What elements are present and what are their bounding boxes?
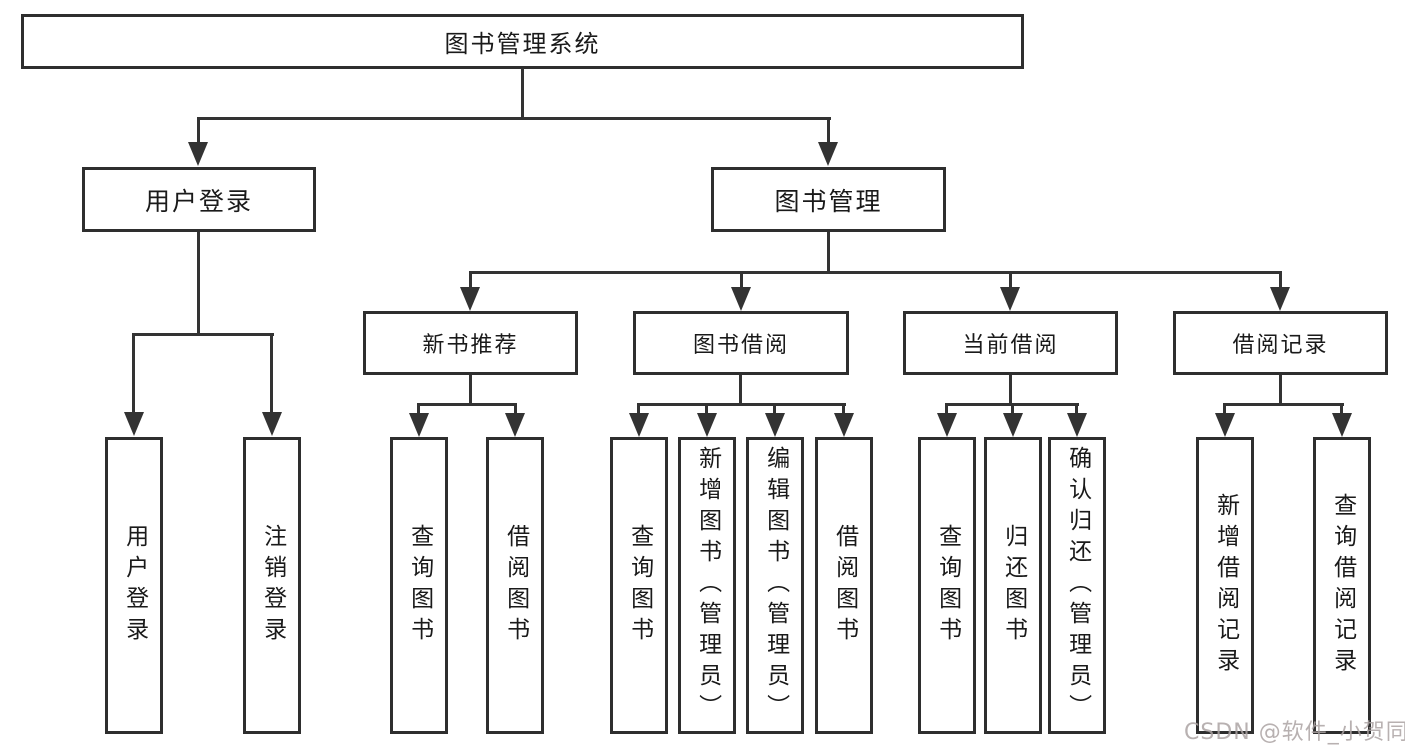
- connector-vline: [739, 375, 742, 405]
- leaf-label: 查询图书: [934, 523, 961, 648]
- arrowhead-down-icon: [262, 412, 282, 436]
- leaf-label: 用户登录: [121, 523, 148, 648]
- connector-hline: [132, 333, 274, 336]
- leaf-query-books-current: 查询图书: [918, 437, 976, 734]
- arrowhead-down-icon: [1332, 413, 1352, 437]
- node-book-management: 图书管理: [711, 167, 946, 232]
- arrowhead-down-icon: [1270, 287, 1290, 311]
- arrowhead-down-icon: [1003, 413, 1023, 437]
- leaf-add-borrow-record: 新增借阅记录: [1196, 437, 1254, 734]
- leaf-label: 归还图书: [1000, 523, 1027, 648]
- leaf-return-books: 归还图书: [984, 437, 1042, 734]
- leaf-label: 新增图书（管理员）: [694, 446, 721, 725]
- node-label: 用户登录: [144, 186, 253, 216]
- node-borrowing-records: 借阅记录: [1173, 311, 1388, 375]
- connector-vline: [842, 403, 845, 415]
- arrowhead-down-icon: [697, 413, 717, 437]
- arrowhead-down-icon: [1000, 287, 1020, 311]
- arrowhead-down-icon: [834, 413, 854, 437]
- connector-vline: [469, 271, 472, 291]
- connector-vline: [1279, 375, 1282, 405]
- arrowhead-down-icon: [937, 413, 957, 437]
- connector-vline: [740, 271, 743, 291]
- node-book-borrowing: 图书借阅: [633, 311, 849, 375]
- node-label: 图书借阅: [692, 333, 789, 358]
- leaf-logout: 注销登录: [243, 437, 301, 734]
- node-label: 图书管理系统: [444, 30, 601, 58]
- arrowhead-down-icon: [505, 413, 525, 437]
- leaf-borrow-books-borrowing: 借阅图书: [815, 437, 873, 734]
- leaf-label: 查询借阅记录: [1329, 492, 1356, 679]
- leaf-label: 查询图书: [406, 523, 433, 648]
- arrowhead-down-icon: [731, 287, 751, 311]
- connector-vline: [197, 232, 200, 335]
- arrowhead-down-icon: [818, 142, 838, 166]
- leaf-query-books-borrowing: 查询图书: [610, 437, 668, 734]
- watermark: CSDN @软件_小贺同学: [1184, 720, 1405, 745]
- node-label: 新书推荐: [422, 333, 519, 358]
- connector-hline: [418, 403, 517, 406]
- arrowhead-down-icon: [765, 413, 785, 437]
- connector-vline: [270, 333, 273, 413]
- connector-vline: [1075, 403, 1078, 415]
- node-new-book-recommendation: 新书推荐: [363, 311, 578, 375]
- connector-vline: [1009, 271, 1012, 291]
- connector-vline: [417, 403, 420, 415]
- arrowhead-down-icon: [124, 412, 144, 436]
- node-user-login: 用户登录: [82, 167, 316, 232]
- leaf-edit-books-admin: 编辑图书（管理员）: [746, 437, 804, 734]
- arrowhead-down-icon: [460, 287, 480, 311]
- connector-vline: [945, 403, 948, 415]
- connector-hline: [1223, 403, 1344, 406]
- connector-hline: [469, 271, 1282, 274]
- connector-vline: [132, 333, 135, 413]
- connector-vline: [1340, 403, 1343, 415]
- leaf-query-books-recommend: 查询图书: [390, 437, 448, 734]
- connector-hline: [197, 117, 831, 120]
- connector-vline: [1011, 403, 1014, 415]
- connector-vline: [1223, 403, 1226, 415]
- connector-vline: [773, 403, 776, 415]
- connector-vline: [827, 117, 830, 145]
- connector-vline: [1279, 271, 1282, 291]
- arrowhead-down-icon: [409, 413, 429, 437]
- leaf-confirm-return-admin: 确认归还（管理员）: [1048, 437, 1106, 734]
- node-label: 借阅记录: [1232, 333, 1329, 358]
- leaf-label: 借阅图书: [502, 523, 529, 648]
- connector-vline: [521, 68, 524, 118]
- connector-vline: [469, 375, 472, 405]
- leaf-label: 查询图书: [626, 523, 653, 648]
- leaf-user-login: 用户登录: [105, 437, 163, 734]
- leaf-label: 新增借阅记录: [1212, 492, 1239, 679]
- connector-vline: [1009, 375, 1012, 405]
- node-library-management-system: 图书管理系统: [21, 14, 1024, 69]
- leaf-add-books-admin: 新增图书（管理员）: [678, 437, 736, 734]
- arrowhead-down-icon: [1067, 413, 1087, 437]
- arrowhead-down-icon: [1215, 413, 1235, 437]
- leaf-label: 借阅图书: [831, 523, 858, 648]
- node-label: 当前借阅: [962, 333, 1059, 358]
- connector-hline: [637, 403, 846, 406]
- arrowhead-down-icon: [188, 142, 208, 166]
- connector-vline: [197, 117, 200, 145]
- leaf-query-borrow-record: 查询借阅记录: [1313, 437, 1371, 734]
- connector-vline: [827, 232, 830, 273]
- leaf-borrow-books-recommend: 借阅图书: [486, 437, 544, 734]
- connector-vline: [637, 403, 640, 415]
- leaf-label: 注销登录: [259, 523, 286, 648]
- arrowhead-down-icon: [629, 413, 649, 437]
- leaf-label: 确认归还（管理员）: [1064, 446, 1091, 725]
- connector-vline: [705, 403, 708, 415]
- leaf-label: 编辑图书（管理员）: [762, 446, 789, 725]
- node-label: 图书管理: [774, 186, 883, 216]
- node-current-borrowing: 当前借阅: [903, 311, 1118, 375]
- connector-vline: [514, 403, 517, 415]
